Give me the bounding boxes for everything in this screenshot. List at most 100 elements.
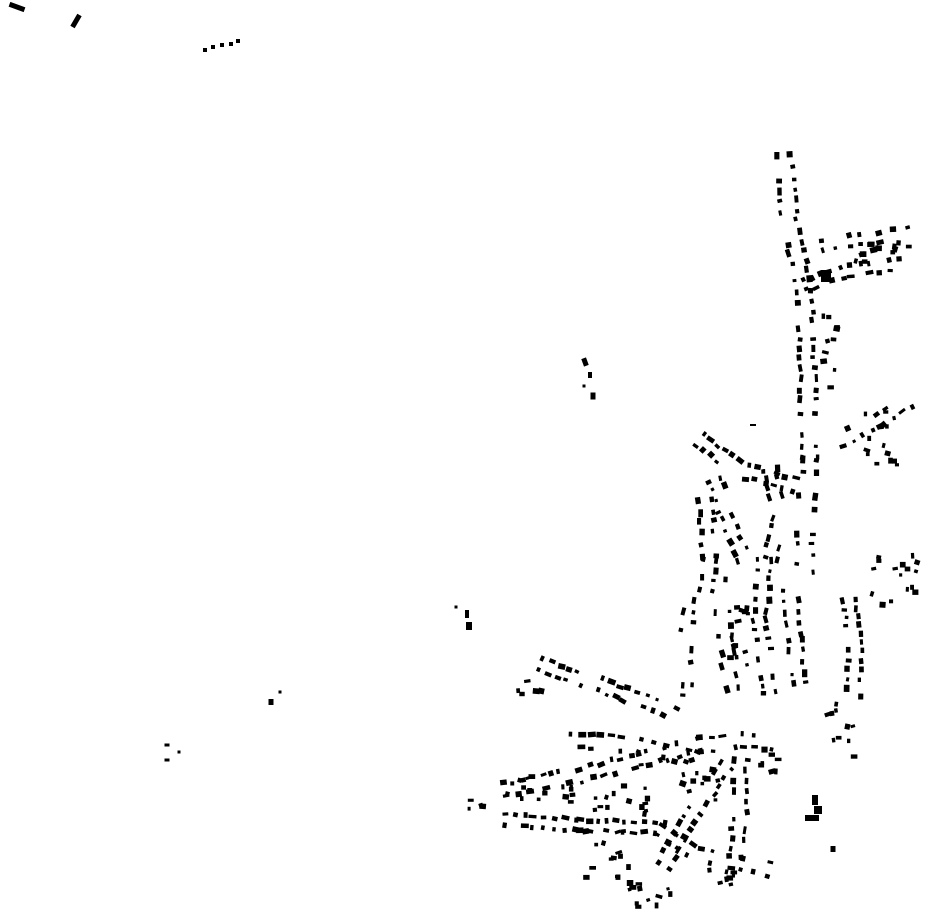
building [614,829,622,835]
building [776,178,783,184]
building [773,688,778,695]
building [588,372,592,378]
building [539,655,545,662]
building [659,846,667,854]
building [702,799,711,808]
building [645,897,651,903]
building [821,350,829,355]
building [636,885,643,892]
building [731,647,737,657]
building [846,274,855,279]
building [603,794,609,801]
building [552,827,556,832]
building [706,435,716,444]
building [626,880,634,886]
building [913,569,919,574]
building [593,796,598,800]
building [565,666,573,673]
building [728,826,735,831]
building [828,276,836,284]
building [177,750,181,754]
building [540,772,547,778]
building [765,534,772,543]
building [764,484,771,492]
building [797,337,803,342]
building [229,42,233,46]
building [820,247,825,254]
building [741,476,750,483]
building [562,793,570,800]
building [654,831,661,838]
building [596,818,601,825]
building [681,771,686,778]
building [574,669,580,674]
building [794,195,799,203]
building [876,270,883,276]
building [698,509,703,518]
building [833,246,838,251]
building [731,874,736,878]
building [827,385,834,390]
building [729,635,735,643]
building [629,830,638,836]
building [695,734,703,741]
building [843,623,849,628]
building [750,868,756,875]
building [705,479,712,486]
building [714,443,721,450]
building [666,865,673,873]
building [654,902,659,909]
building [800,646,806,652]
building [875,229,883,237]
building [785,241,792,249]
building [856,612,861,620]
building [831,737,836,743]
building [561,814,570,821]
building [607,677,617,686]
building [773,473,780,480]
building [830,337,837,342]
building [710,517,718,523]
building [777,187,782,196]
building [881,442,886,449]
building [529,824,534,831]
building [796,608,801,615]
building [894,463,899,467]
building [886,256,892,264]
building [723,576,728,583]
building [763,607,769,616]
building [686,805,692,810]
building [739,855,746,862]
building [797,394,803,404]
building [696,811,704,818]
building [625,797,633,805]
building [502,812,509,816]
building [561,784,565,790]
building [626,864,631,870]
building [810,274,816,282]
building [711,509,716,516]
building [898,407,906,415]
building [689,645,694,654]
building [779,485,784,492]
building [668,891,673,897]
building [745,612,750,616]
building [892,566,899,571]
building [844,665,850,672]
building [521,785,526,790]
building [587,731,597,738]
building [715,509,722,516]
building [535,666,542,673]
building [734,557,740,565]
building [770,673,775,680]
building [859,666,864,673]
building [809,316,815,324]
building [839,443,848,450]
building [762,614,769,624]
building [743,766,747,774]
building [800,432,804,438]
building [577,744,586,750]
building [778,210,783,216]
building [479,803,487,810]
